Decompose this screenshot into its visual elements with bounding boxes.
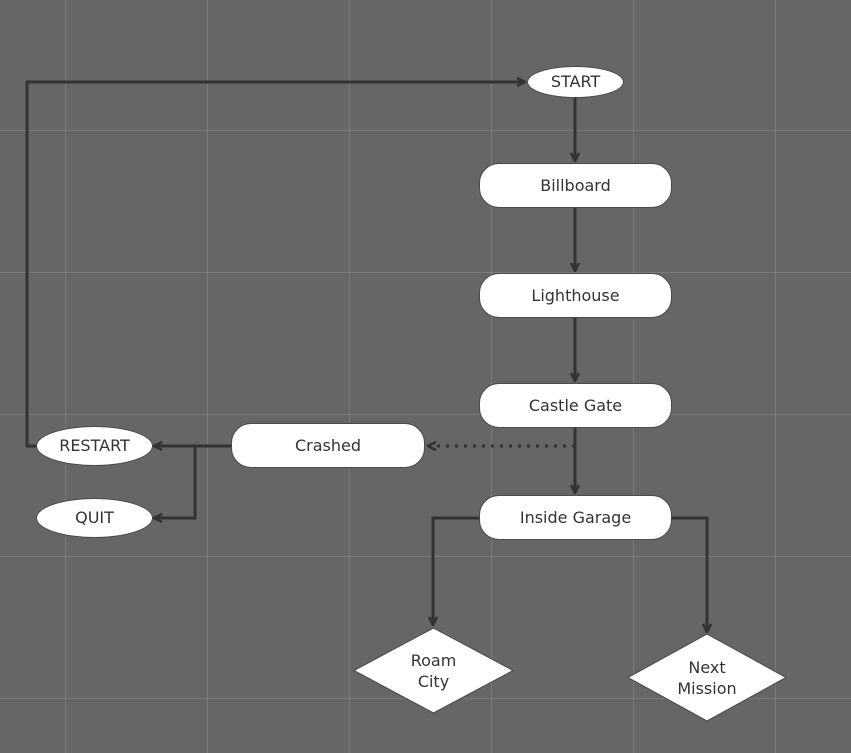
- node-next-mission-label: Next Mission: [677, 657, 737, 698]
- node-castle-gate[interactable]: Castle Gate: [479, 383, 672, 428]
- edge-inside-garage-to-next-mission: [671, 516, 707, 631]
- node-lighthouse-label: Lighthouse: [531, 285, 620, 305]
- node-castle-gate-label: Castle Gate: [528, 395, 623, 415]
- node-lighthouse[interactable]: Lighthouse: [479, 273, 672, 318]
- node-start-label: START: [550, 72, 601, 91]
- next-mission-diamond-shape: [627, 633, 787, 722]
- node-quit-label: QUIT: [75, 508, 114, 527]
- edge-inside-garage-to-roam-city: [433, 516, 480, 624]
- node-billboard[interactable]: Billboard: [479, 163, 672, 208]
- edge-restart-to-start: [25, 82, 524, 448]
- node-restart-label: RESTART: [59, 436, 130, 455]
- node-inside-garage[interactable]: Inside Garage: [479, 495, 672, 540]
- edge-castle-gate-to-crashed: [429, 428, 577, 446]
- node-next-mission[interactable]: Next Mission: [627, 633, 787, 722]
- roam-city-diamond-shape: [353, 627, 514, 714]
- node-billboard-label: Billboard: [540, 175, 611, 195]
- node-roam-city[interactable]: Roam City: [353, 627, 514, 714]
- node-start[interactable]: START: [527, 66, 624, 98]
- edge-crashed-to-quit: [155, 446, 197, 518]
- node-quit[interactable]: QUIT: [36, 498, 153, 538]
- node-restart[interactable]: RESTART: [36, 426, 153, 466]
- node-inside-garage-label: Inside Garage: [519, 507, 632, 527]
- node-roam-city-label: Roam City: [410, 650, 457, 691]
- node-crashed-label: Crashed: [294, 435, 362, 455]
- node-crashed[interactable]: Crashed: [231, 423, 425, 468]
